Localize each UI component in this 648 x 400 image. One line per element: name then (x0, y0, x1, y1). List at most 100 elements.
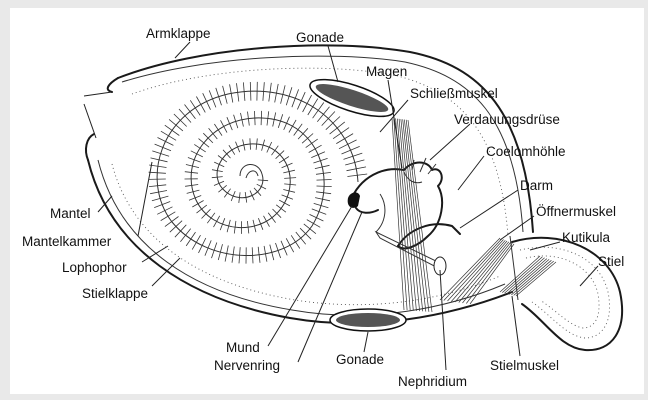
label-lophophor: Lophophor (62, 260, 127, 275)
tentacle-tick (276, 205, 286, 212)
tentacle-tick (190, 100, 200, 115)
tentacle-tick (165, 217, 179, 227)
tentacle-tick (214, 162, 224, 167)
tentacle-tick (312, 209, 326, 215)
tentacle-tick (276, 243, 281, 258)
tentacle-tick (209, 90, 216, 107)
tentacle-tick (286, 238, 294, 252)
tentacle-tick (304, 224, 316, 234)
muscle-fibre (500, 256, 540, 292)
tentacle-tick (192, 201, 203, 208)
label-coelomhoehle: Coelomhöhle (486, 144, 566, 159)
tentacle-tick (192, 235, 200, 249)
tentacle-tick (252, 247, 253, 263)
tentacle-tick (303, 95, 312, 112)
tentacle-tick (180, 229, 190, 242)
label-magen: Magen (366, 64, 407, 79)
tentacle-tick (214, 216, 220, 227)
tentacle-tick (236, 142, 240, 153)
tentacle-tick (218, 156, 227, 163)
tentacle-tick (161, 212, 176, 221)
tentacle-tick (309, 145, 322, 152)
label-darm: Darm (520, 178, 553, 193)
label-verdauungsdruese: Verdauungsdrüse (454, 112, 560, 127)
label-oeffnermuskel: Öffnermuskel (536, 204, 616, 219)
muscle-fibre (502, 257, 542, 293)
tentacle-tick (191, 151, 203, 157)
tentacle-tick (199, 238, 206, 253)
tentacle-tick (165, 125, 180, 135)
tentacle-tick (203, 93, 211, 110)
tentacle-tick (161, 131, 176, 140)
tentacle-tick (258, 180, 268, 181)
tentacle-tick (220, 218, 225, 230)
tentacle-tick (194, 144, 205, 152)
label-nervenring: Nervenring (214, 358, 280, 373)
lophophore-spiral (149, 82, 368, 264)
tentacle-tick (196, 97, 205, 113)
tentacle-tick (282, 195, 293, 199)
tentacle-tick (250, 82, 251, 101)
tentacle-tick (188, 158, 201, 163)
tentacle-tick (207, 213, 215, 223)
tentacle-tick (317, 186, 332, 187)
tentacle-tick (221, 120, 228, 132)
tentacle-tick (289, 120, 296, 133)
tentacle-tick (281, 241, 287, 256)
tentacle-tick (296, 232, 306, 244)
label-gonade-top: Gonade (296, 30, 344, 45)
tentacle-tick (267, 142, 272, 153)
tentacle-tick (250, 138, 251, 149)
muscle-fibre (507, 259, 547, 294)
tentacle-tick (257, 184, 266, 189)
tentacle-tick (149, 172, 166, 173)
tentacle-tick (199, 139, 210, 148)
tentacle-tick (186, 232, 195, 246)
tentacle-tick (152, 151, 169, 156)
label-kutikula: Kutikula (562, 230, 611, 245)
tentacle-tick (279, 200, 290, 206)
muscle-fibre (511, 260, 551, 295)
tentacle-tick (291, 235, 300, 248)
tentacle-tick (154, 202, 170, 208)
tentacle-tick (344, 153, 363, 159)
tentacle-tick (297, 92, 305, 109)
tentacle-tick (282, 163, 293, 168)
tentacle-tick (214, 181, 224, 185)
label-armklappe: Armklappe (146, 26, 211, 41)
tentacle-tick (155, 144, 171, 151)
label-schliessmuskel: Schließmuskel (410, 86, 498, 101)
tentacle-tick (250, 191, 254, 201)
muscle-fibre (401, 119, 420, 311)
tentacle-tick (197, 205, 207, 213)
tentacle-tick (310, 214, 324, 221)
tentacle-tick (264, 216, 270, 227)
muscle-fibre (406, 120, 429, 312)
tentacle-tick (261, 111, 262, 125)
tentacle-tick (286, 87, 292, 105)
gonad-bottom (330, 309, 406, 331)
tentacle-tick (258, 218, 263, 230)
tentacle-tick (284, 117, 290, 130)
tentacle-tick (306, 139, 318, 148)
tentacle-tick (307, 220, 320, 228)
muscle-fibre (514, 261, 554, 295)
muscle-fibre (440, 238, 500, 300)
tentacle-tick (311, 152, 325, 158)
muscle-fibre (470, 244, 514, 304)
label-nephridium: Nephridium (398, 374, 467, 389)
gonad-top (306, 72, 398, 124)
tentacle-tick (339, 140, 357, 149)
muscle-fibre (516, 262, 556, 296)
muscle-fibre (444, 239, 502, 301)
tentacle-tick (157, 207, 172, 215)
tentacle-tick (216, 88, 222, 105)
label-mund: Mund (226, 340, 260, 355)
tentacle-tick (158, 138, 174, 146)
label-stielmuskel: Stielmuskel (490, 358, 559, 373)
tentacle-tick (229, 145, 235, 155)
tentacle-tick (227, 117, 232, 130)
tentacle-tick (214, 124, 222, 136)
label-mantel: Mantel (50, 206, 91, 221)
muscle-fibre (505, 258, 545, 293)
